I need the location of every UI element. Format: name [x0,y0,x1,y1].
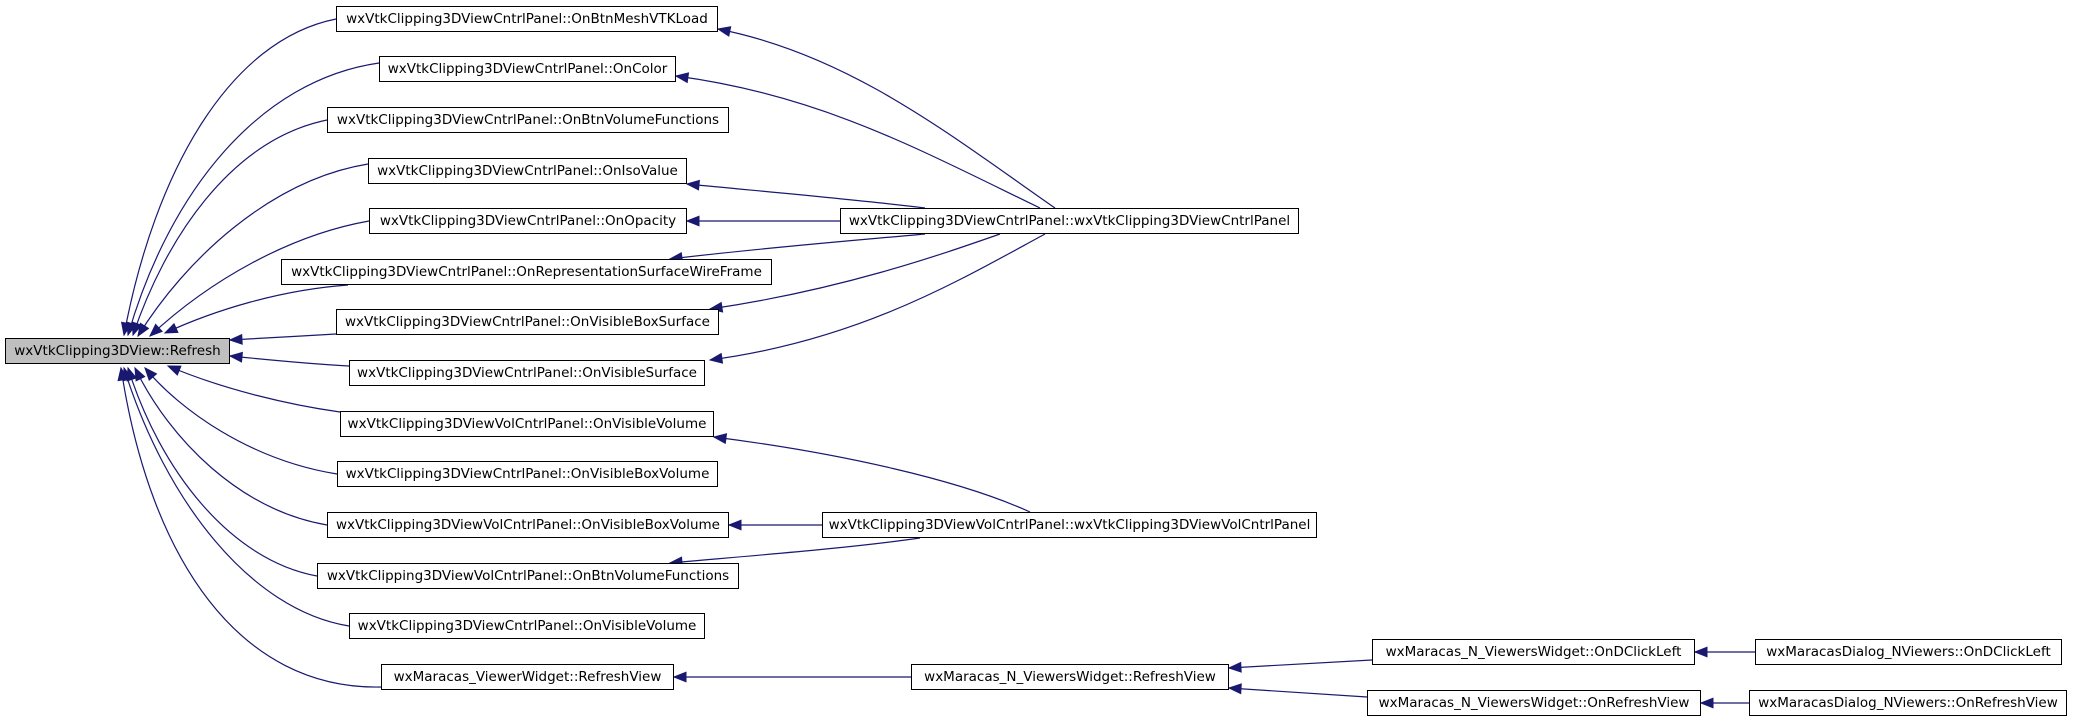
arrowhead-n1-c14 [672,671,687,683]
edge-p1-c7 [709,233,1001,310]
arrowhead-p1-c1 [716,26,732,37]
edge-c14-root [120,367,382,688]
node-cntrlpanel-onvisibleboxsurface[interactable]: wxVtkClipping3DViewCntrlPanel::OnVisible… [336,309,719,335]
edge-c1-root [123,18,337,336]
node-cntrlpanel-oncolor[interactable]: wxVtkClipping3DViewCntrlPanel::OnColor [379,56,676,82]
node-cntrlpanel-onbtnmeshvtkload[interactable]: wxVtkClipping3DViewCntrlPanel::OnBtnMesh… [336,6,718,32]
edge-c9-root [167,365,341,413]
arrowhead-c7-root [228,333,243,345]
edge-p2-c12 [669,537,921,564]
arrowhead-c6-root [163,322,179,334]
arrowhead-p1-c4 [685,179,700,191]
node-volcntrlpanel-onbtnvolumefunctions[interactable]: wxVtkClipping3DViewVolCntrlPanel::OnBtnV… [317,563,739,589]
node-cntrlpanel-onbtnvolumefunctions[interactable]: wxVtkClipping3DViewCntrlPanel::OnBtnVolu… [327,107,729,133]
arrowhead-m2-n1 [1227,683,1242,695]
edge-p1-c4 [686,183,926,209]
arrowhead-c10-root [144,366,158,382]
node-viewerwidget-refreshview[interactable]: wxMaracas_ViewerWidget::RefreshView [381,664,674,690]
arrowhead-d1-m1 [1693,646,1708,658]
edge-p1-c2 [675,75,1041,209]
edge-p2-c9 [713,436,1031,513]
node-volcntrlpanel-onvisiblevolume[interactable]: wxVtkClipping3DViewVolCntrlPanel::OnVisi… [340,411,714,437]
arrowhead-c5-root [149,323,163,337]
node-dialog-nviewers-onrefreshview[interactable]: wxMaracasDialog_NViewers::OnRefreshView [1749,690,2067,716]
node-nviewerswidget-ondclickleft[interactable]: wxMaracas_N_ViewersWidget::OnDClickLeft [1372,639,1695,665]
edge-c10-root [144,367,338,475]
arrowhead-c14-root [117,366,129,382]
arrowhead-c4-root [137,322,150,338]
arrowhead-p2-c9 [712,433,728,445]
edge-c12-root [127,367,318,577]
edge-m2-n1 [1228,687,1368,698]
edge-p1-c1 [717,28,1056,209]
node-cntrlpanel-onopacity[interactable]: wxVtkClipping3DViewCntrlPanel::OnOpacity [369,208,687,234]
node-dialog-nviewers-ondclickleft[interactable]: wxMaracasDialog_NViewers::OnDClickLeft [1755,639,2062,665]
node-cntrlpanel-constructor[interactable]: wxVtkClipping3DViewCntrlPanel::wxVtkClip… [840,208,1299,234]
arrowhead-p1-c8 [708,352,724,364]
edge-p1-c8 [709,233,1046,361]
arrowhead-c8-root [228,351,243,363]
arrowhead-m1-n1 [1227,661,1242,673]
node-nviewerswidget-onrefreshview[interactable]: wxMaracas_N_ViewersWidget::OnRefreshView [1367,690,1701,716]
edge-c6-root [164,284,349,334]
edge-p1-c6 [669,233,926,260]
node-root-refresh: wxVtkClipping3DView::Refresh [5,338,230,364]
edge-c4-root [137,163,369,337]
node-cntrlpanel-onvisiblesurface[interactable]: wxVtkClipping3DViewCntrlPanel::OnVisible… [349,360,705,386]
edge-c13-root [123,367,350,627]
edge-c11-root [134,367,328,526]
node-cntrlpanel-onisovalue[interactable]: wxVtkClipping3DViewCntrlPanel::OnIsoValu… [368,158,687,184]
arrowhead-c9-root [166,365,182,376]
node-cntrlpanel-onvisiblevolume[interactable]: wxVtkClipping3DViewCntrlPanel::OnVisible… [349,613,705,639]
arrowhead-c11-root [134,366,146,382]
arrowhead-c3-root [131,321,143,337]
arrowhead-d2-m2 [1699,697,1714,709]
node-volcntrlpanel-onvisibleboxvolume[interactable]: wxVtkClipping3DViewVolCntrlPanel::OnVisi… [327,512,729,538]
node-volcntrlpanel-constructor[interactable]: wxVtkClipping3DViewVolCntrlPanel::wxVtkC… [822,512,1317,538]
node-nviewerswidget-refreshview[interactable]: wxMaracas_N_ViewersWidget::RefreshView [911,664,1229,690]
node-cntrlpanel-onrepresentationsurfacewireframe[interactable]: wxVtkClipping3DViewCntrlPanel::OnReprese… [281,259,772,285]
edge-c8-root [229,355,350,367]
edge-c3-root [132,119,328,336]
node-cntrlpanel-onvisibleboxvolume[interactable]: wxVtkClipping3DViewCntrlPanel::OnVisible… [337,461,718,487]
arrowhead-p1-c5 [685,215,700,227]
arrowhead-p1-c2 [674,72,690,84]
edge-m1-n1 [1228,659,1373,669]
edge-c2-root [127,62,380,336]
edge-c5-root [149,220,370,337]
arrowhead-p2-c11 [727,519,742,531]
